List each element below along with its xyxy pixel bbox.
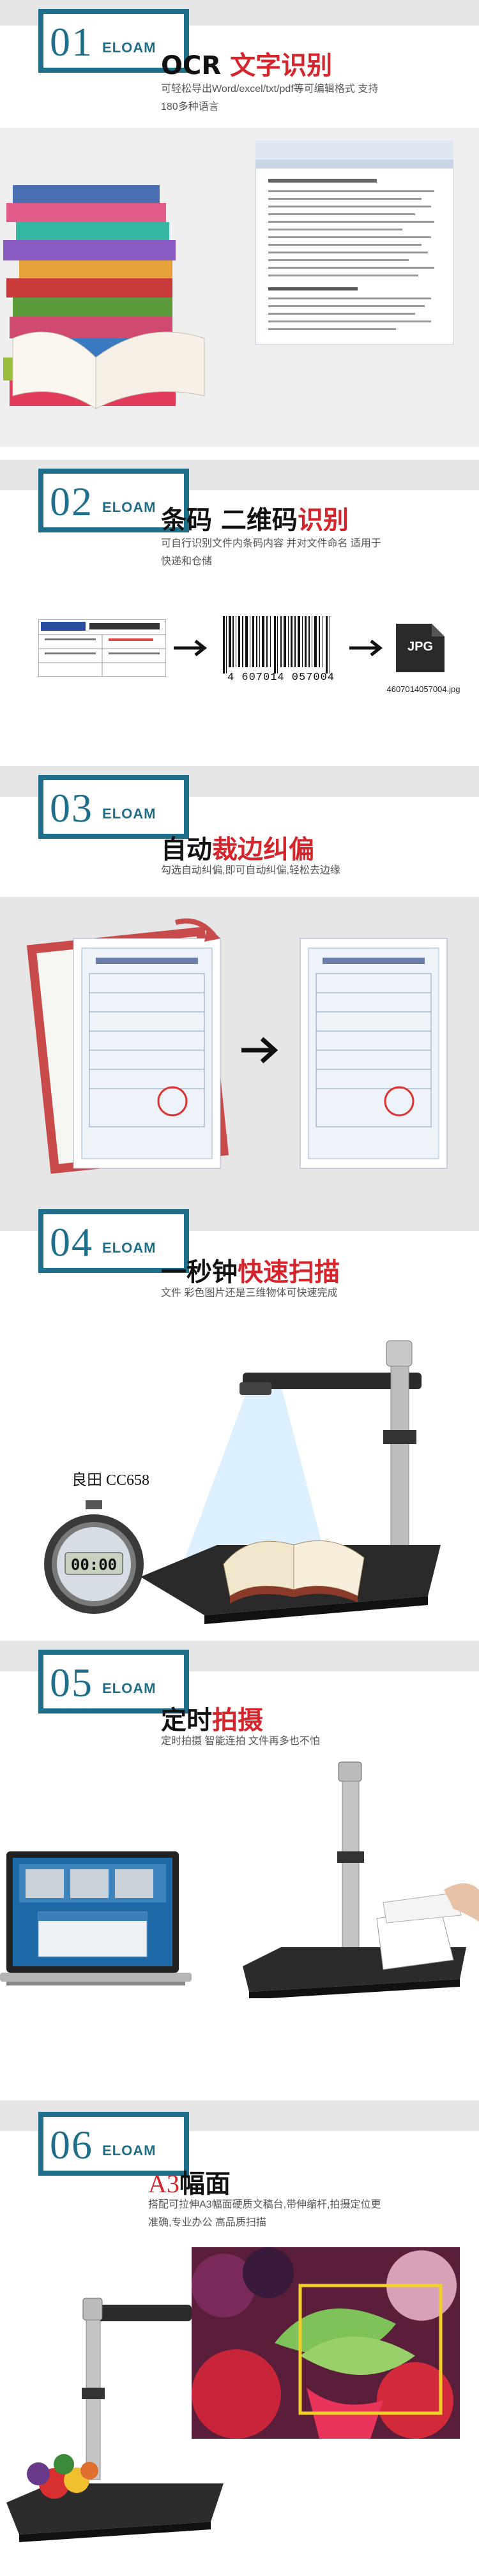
section-subtitle: 可轻松导出Word/excel/txt/pdf等可编辑格式 支持 180多种语言 — [161, 80, 378, 116]
subtitle-line: 可自行识别文件内条码内容 并对文件命名 适用于 — [161, 538, 381, 549]
subtitle-line: 文件 彩色图片还是三维物体可快速完成 — [161, 1288, 338, 1299]
section-number: 02 — [50, 479, 93, 524]
title-part: 条码 二维码 — [161, 506, 298, 535]
word-document-screenshot — [255, 140, 453, 345]
section-badge: 03 ELOAM — [38, 775, 189, 839]
section-subtitle: 搭配可拉伸A3幅面硬质文稿台,带伸缩杆,拍摄定位更准确,专业办公 高品质扫描 — [148, 2196, 381, 2232]
shipping-label — [38, 619, 166, 677]
title-part: OCR — [161, 51, 231, 80]
barcode-digits: 4 607014 057004 — [227, 672, 335, 684]
title-part: 一秒钟 — [161, 1258, 238, 1287]
title-highlight: 裁边纠偏 — [212, 835, 314, 864]
section-badge: 05 ELOAM — [38, 1650, 189, 1714]
section-number: 04 — [50, 1219, 93, 1265]
scanner-illustration — [243, 1761, 479, 1998]
section-badge: 04 ELOAM — [38, 1209, 189, 1273]
crop-illustration — [0, 897, 479, 1200]
subtitle-line: 可轻松导出Word/excel/txt/pdf等可编辑格式 支持 — [161, 84, 379, 94]
section-number: 01 — [50, 19, 93, 64]
stopwatch-icon — [44, 1500, 144, 1614]
section-number: 05 — [50, 1660, 93, 1705]
arrow-icon — [174, 640, 208, 656]
barcode-graphic — [223, 616, 330, 674]
subtitle-line: 定时拍摄 智能连拍 文件再多也不怕 — [161, 1736, 320, 1747]
model-label: 良田 CC658 — [72, 1472, 150, 1489]
ocr-illustration — [0, 128, 479, 447]
brand-label: ELOAM — [102, 2143, 156, 2158]
section-barcode: 02 ELOAM 条码 二维码识别 可自行识别文件内条码内容 并对文件命名 适用… — [0, 460, 479, 766]
section-a3: 06 ELOAM A3幅面 搭配可拉伸A3幅面硬质文稿台,带伸缩杆,拍摄定位更准… — [0, 2100, 479, 2576]
title-highlight: 文字识别 — [230, 51, 333, 80]
title-highlight: 拍摄 — [212, 1706, 263, 1735]
section-crop: 03 ELOAM 自动裁边纠偏 勾选自动纠偏,即可自动纠偏,轻松去边缘 — [0, 766, 479, 1200]
title-part: A3 — [148, 2169, 179, 2198]
section-title: 定时拍摄 — [161, 1699, 263, 1736]
fruit-photo — [192, 2247, 460, 2439]
subtitle-line: 搭配可拉伸A3幅面硬质文稿台,带伸缩杆,拍摄定位更 — [148, 2199, 381, 2210]
section-speed: 04 ELOAM 一秒钟快速扫描 文件 彩色图片还是三维物体可快速完成 良田 C… — [0, 1200, 479, 1641]
title-highlight: 快速扫描 — [238, 1258, 340, 1287]
section-title: 条码 二维码识别 — [161, 499, 349, 536]
section-title: A3幅面 — [148, 2163, 231, 2200]
file-type-label: JPG — [407, 640, 434, 654]
subtitle-line: 准确,专业办公 高品质扫描 — [148, 2217, 266, 2228]
section-timer: 05 ELOAM 定时拍摄 定时拍摄 智能连拍 文件再多也不怕 — [0, 1641, 479, 2100]
title-part: 自动 — [161, 835, 212, 864]
brand-label: ELOAM — [102, 499, 156, 515]
title-highlight: 识别 — [297, 506, 349, 535]
title-highlight: 幅面 — [179, 2169, 231, 2199]
scanner-illustration — [6, 2298, 224, 2542]
section-number: 03 — [50, 785, 93, 831]
brand-label: ELOAM — [102, 806, 156, 822]
laptop-illustration — [0, 1851, 192, 1985]
section-badge: 06 ELOAM — [38, 2112, 189, 2176]
section-badge: 02 ELOAM — [38, 469, 189, 532]
section-title: 一秒钟快速扫描 — [161, 1251, 340, 1288]
title-part: 定时 — [161, 1706, 212, 1735]
crop-comparison — [26, 918, 448, 1174]
file-icon — [396, 624, 445, 672]
section-number: 06 — [50, 2122, 93, 2167]
file-name: 4607014057004.jpg — [386, 684, 460, 694]
section-subtitle: 勾选自动纠偏,即可自动纠偏,轻松去边缘 — [161, 862, 340, 880]
brand-label: ELOAM — [102, 1680, 156, 1696]
section-subtitle: 定时拍摄 智能连拍 文件再多也不怕 — [161, 1733, 320, 1751]
section-subtitle: 可自行识别文件内条码内容 并对文件命名 适用于快递和仓储 — [161, 535, 381, 571]
books-illustration — [3, 185, 205, 409]
scanner-illustration — [141, 1340, 441, 1624]
brand-label: ELOAM — [102, 40, 156, 56]
brand-label: ELOAM — [102, 1240, 156, 1256]
subtitle-line: 勾选自动纠偏,即可自动纠偏,轻松去边缘 — [161, 865, 340, 876]
arrow-icon — [349, 640, 383, 656]
timer-display: 00:00 — [70, 1556, 118, 1574]
subtitle-line: 180多种语言 — [161, 102, 219, 112]
section-subtitle: 文件 彩色图片还是三维物体可快速完成 — [161, 1284, 337, 1302]
section-ocr: 01 ELOAM OCR 文字识别 可轻松导出Word/excel/txt/pd… — [0, 0, 479, 460]
section-title: OCR 文字识别 — [161, 45, 332, 82]
subtitle-line: 快递和仓储 — [161, 556, 213, 567]
section-badge: 01 ELOAM — [38, 9, 189, 73]
section-title: 自动裁边纠偏 — [161, 829, 314, 866]
